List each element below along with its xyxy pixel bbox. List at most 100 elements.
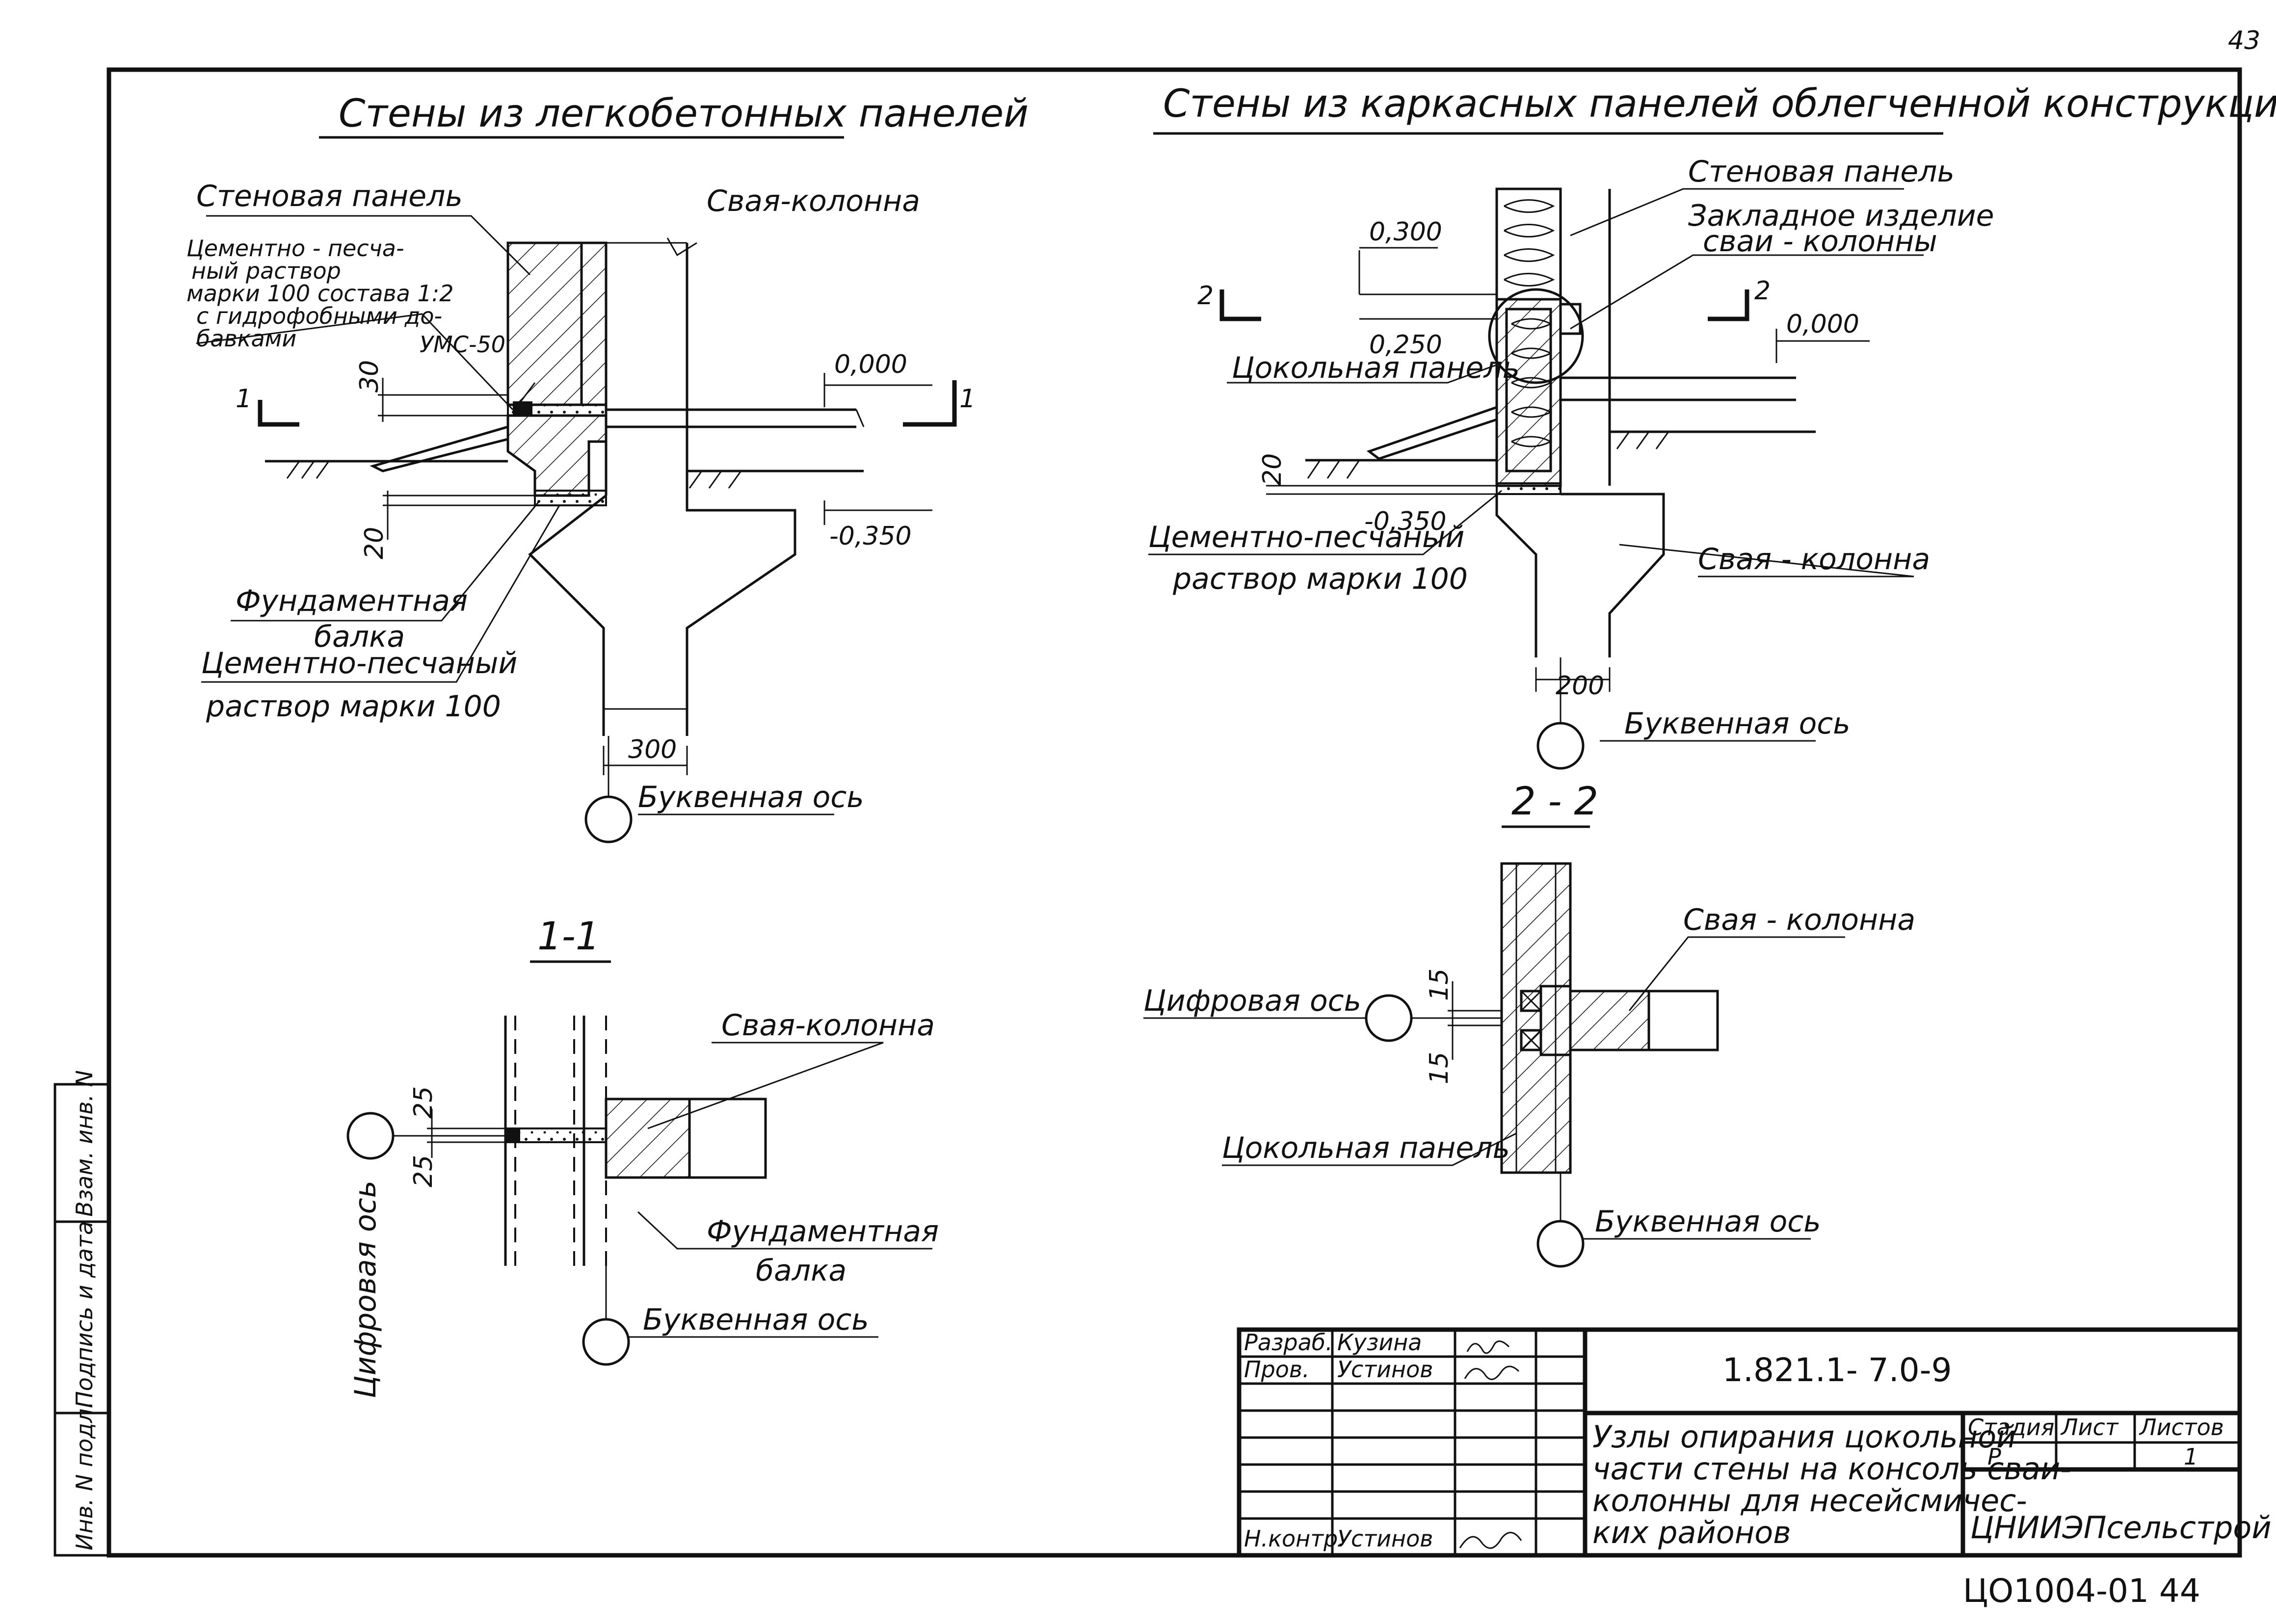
left-level-m350: -0,350 — [829, 522, 912, 551]
section-2-2-label-plinth-panel: Цокольная панель — [1222, 1131, 1510, 1165]
section-1-1-label-found-beam-1: Фундаментная — [707, 1214, 939, 1249]
left-label-found-beam-2: балка — [314, 620, 405, 654]
side-stamp-inv-repl: Взам. инв. N — [71, 1070, 98, 1217]
section-2-2-label-digit-axis: Цифровая ось — [1143, 984, 1361, 1018]
left-foundation-beam — [534, 490, 607, 506]
section-2-2-label-pile: Свая - колонна — [1683, 903, 1915, 937]
right-label-mortar-2: раствор марки 100 — [1172, 562, 1468, 596]
left-label-pile: Свая-колонна — [707, 184, 920, 218]
right-label-plinth-panel: Цокольная панель — [1232, 351, 1520, 385]
tb-sheets-header: Листов — [2139, 1414, 2224, 1441]
tb-organization: ЦНИИЭПсельстрой — [1970, 1510, 2272, 1545]
section-2-2-digit-axis-bubble — [1365, 994, 1413, 1042]
tb-signature-0 — [1466, 1340, 1510, 1354]
right-embed-plate — [1559, 303, 1582, 335]
section-1-1-letter-axis-bubble — [582, 1318, 630, 1366]
left-label-wall-panel: Стеновая панель — [196, 179, 463, 213]
side-stamp: Взам. инв. N Подпись и дата Инв. N подл. — [53, 1070, 110, 1557]
section-1-1-dim-25a: 25 — [409, 1086, 438, 1119]
section-2-2-pile — [1569, 990, 1650, 1051]
left-label-mortar-3: марки 100 состава 1:2 — [186, 280, 453, 307]
section-1-1: 1-1 Свая-колонна Фундаментная балка Букв… — [346, 915, 939, 1398]
sheet-frame — [106, 67, 2242, 1558]
section-1-1-label-letter-axis: Буквенная ось — [643, 1303, 869, 1337]
right-label-wall-panel: Стеновая панель — [1688, 155, 1955, 189]
tb-role-5: Н.контр. — [1244, 1525, 1345, 1552]
left-cut-mark-right: 1 — [959, 384, 976, 414]
section-2-2-plinth-panel — [1500, 862, 1572, 1174]
tb-signature-5 — [1459, 1532, 1522, 1549]
tb-desc-2: части стены на консоль сваи- — [1592, 1451, 2071, 1487]
right-level-0: 0,000 — [1786, 310, 1859, 339]
left-letter-axis-bubble — [584, 795, 633, 843]
tb-name-0: Кузина — [1337, 1329, 1422, 1356]
right-label-embed-2: сваи - колонны — [1703, 224, 1937, 259]
right-mortar-bed — [1496, 482, 1561, 495]
section-2-2-title: 2 - 2 — [1511, 780, 1598, 824]
tb-doc-code: 1.821.1- 7.0-9 — [1722, 1351, 1952, 1389]
tb-name-1: Устинов — [1337, 1356, 1433, 1383]
stamp-code: ЦО1004-01 44 — [1963, 1572, 2200, 1610]
right-dim-20: 20 — [1258, 453, 1287, 486]
tb-role-1: Пров. — [1244, 1356, 1310, 1383]
right-dim-200: 200 — [1556, 671, 1604, 701]
tb-role-0: Разраб. — [1244, 1329, 1333, 1356]
tb-stage-value: Р — [1987, 1443, 2001, 1470]
right-level-250: 0,250 — [1369, 330, 1442, 360]
left-label-mortar100-2: раствор марки 100 — [206, 689, 501, 724]
left-dim-20: 20 — [360, 527, 389, 559]
left-dim-300: 300 — [628, 735, 677, 764]
left-dim-30: 30 — [355, 360, 384, 393]
section-2-2-label-letter-axis: Буквенная ось — [1595, 1205, 1821, 1239]
tb-name-5: Устинов — [1337, 1525, 1433, 1552]
tb-stage-header: Стадия — [1968, 1414, 2054, 1441]
left-label-found-beam-1: Фундаментная — [236, 584, 468, 618]
section-2-2-dim-15b: 15 — [1425, 1052, 1454, 1084]
right-label-letter-axis: Буквенная ось — [1624, 707, 1851, 741]
tb-signature-1 — [1464, 1365, 1520, 1380]
left-label-mortar-2: ный раствор — [191, 258, 341, 284]
tb-sheet-header: Лист — [2060, 1414, 2119, 1441]
left-label-mortar-1: Цементно - песча- — [186, 235, 404, 262]
left-label-letter-axis: Буквенная ось — [638, 780, 864, 814]
left-detail: Стены из легкобетонных панелей — [186, 92, 1029, 843]
right-label-embed-1: Закладное изделие — [1688, 199, 1994, 233]
right-cut-mark-left: 2 — [1197, 281, 1214, 311]
left-umc-seal — [513, 401, 532, 415]
left-plinth-block — [506, 414, 608, 497]
right-cut-mark-right: 2 — [1754, 276, 1771, 306]
section-1-1-digit-axis-bubble — [346, 1112, 395, 1160]
left-cut-mark-left: 1 — [236, 384, 252, 414]
right-label-mortar-1: Цементно-песчаный — [1148, 520, 1464, 554]
section-1-1-label-pile: Свая-колонна — [721, 1008, 935, 1043]
title-block: Разраб. Пров. Н.контр. Кузина Устинов Ус… — [1237, 1327, 2272, 1558]
left-label-mortar-5: бавками — [196, 325, 296, 352]
tb-desc-4: ких районов — [1592, 1515, 1791, 1550]
side-stamp-inv-orig: Инв. N подл. — [71, 1401, 98, 1550]
left-level-0: 0,000 — [834, 350, 907, 379]
right-level-300: 0,300 — [1369, 217, 1442, 247]
tb-desc-1: Узлы опирания цокольной — [1592, 1419, 2016, 1455]
right-label-pile: Свая - колонна — [1698, 542, 1930, 576]
left-detail-title: Стены из легкобетонных панелей — [339, 92, 1029, 136]
left-label-umc: УМС-50 — [420, 331, 505, 358]
side-stamp-sign-date: Подпись и дата — [71, 1221, 98, 1408]
section-1-1-label-found-beam-2: балка — [756, 1254, 847, 1288]
section-1-1-joint — [504, 1127, 607, 1143]
tb-sheets-value: 1 — [2184, 1443, 2198, 1470]
right-letter-axis-bubble — [1536, 722, 1585, 770]
right-level-m350: -0,350 — [1364, 507, 1447, 536]
section-1-1-dim-25b: 25 — [409, 1155, 438, 1187]
section-1-1-pile — [605, 1098, 691, 1179]
section-2-2-dim-15a: 15 — [1425, 969, 1454, 1001]
section-1-1-title: 1-1 — [537, 915, 600, 959]
left-label-mortar-4: с гидрофобными до- — [196, 303, 442, 329]
page-number: 43 — [2228, 26, 2260, 55]
section-2-2-letter-axis-bubble — [1536, 1220, 1585, 1268]
section-2-2: 2 - 2 Свая - колонна Цифровая ось Цоколь… — [1143, 780, 1915, 1268]
tb-desc-3: колонны для несейсмичес- — [1592, 1483, 2027, 1519]
left-label-mortar100-1: Цементно-песчаный — [201, 646, 517, 681]
right-detail-title: Стены из каркасных панелей облегченной к… — [1163, 82, 2276, 126]
section-1-1-label-digit-axis: Цифровая ось — [348, 1180, 383, 1398]
